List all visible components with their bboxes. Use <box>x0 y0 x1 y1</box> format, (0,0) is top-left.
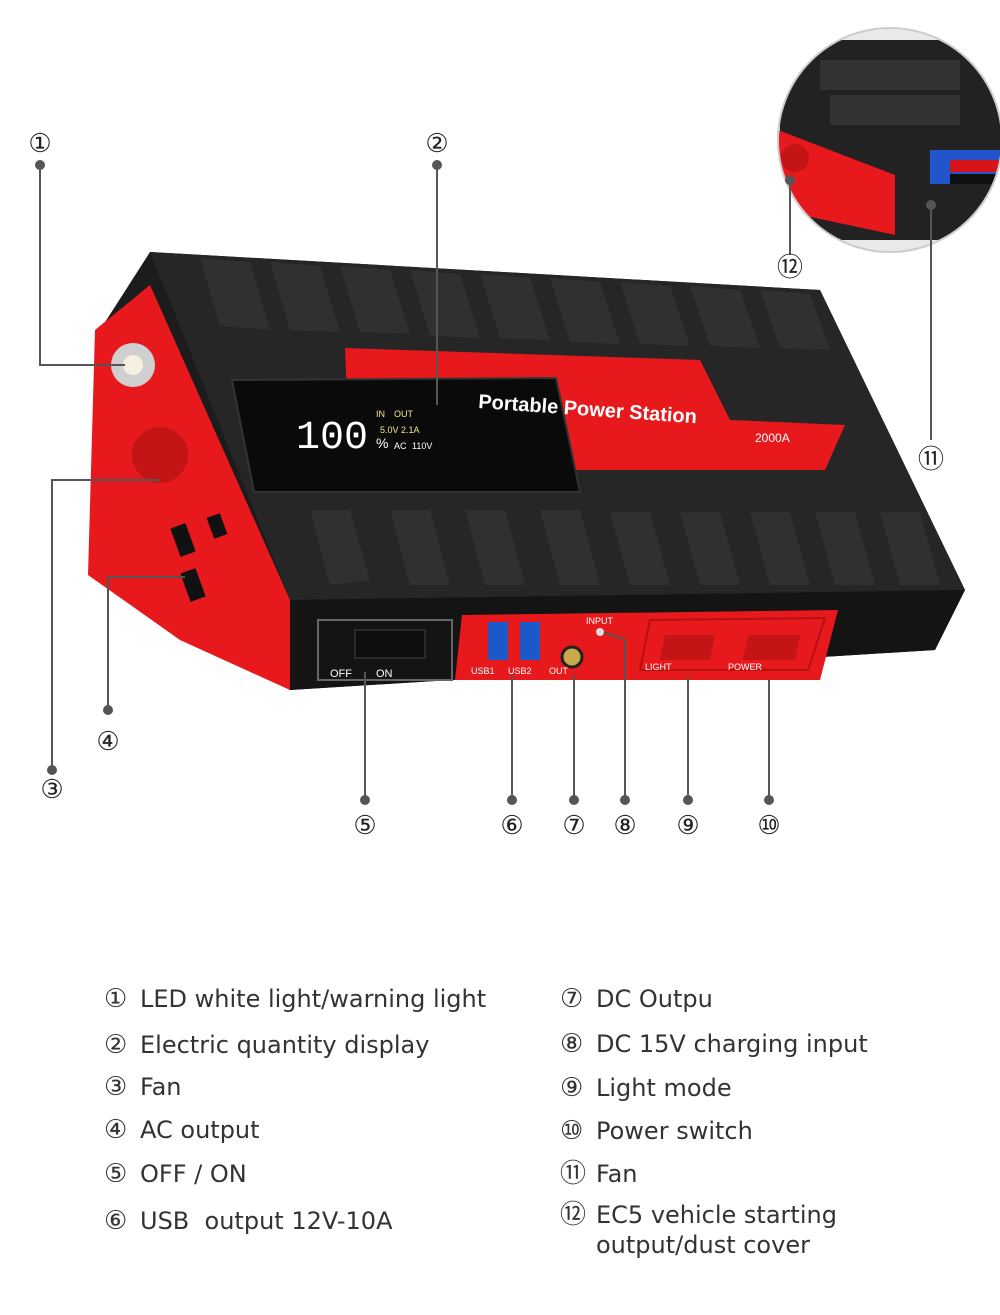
top-ridges <box>200 258 940 585</box>
light-button <box>660 635 715 660</box>
legend-text: Fan <box>140 1073 182 1101</box>
legend-text: Fan <box>596 1160 638 1188</box>
input-label: INPUT <box>586 616 614 626</box>
legend-text: DC 15V charging input <box>596 1030 868 1058</box>
legend-text: DC Outpu <box>596 985 713 1013</box>
usb1-label: USB1 <box>471 666 495 676</box>
legend-item: ④ AC output <box>104 1115 260 1145</box>
legend-item: ⑨ Light mode <box>560 1073 732 1103</box>
callout-6: ⑥ <box>500 810 523 840</box>
lcd-usb-spec: 5.0V 2.1A <box>380 425 420 435</box>
callout-12: ⑫ <box>777 252 803 282</box>
legend-number: ⑨ <box>560 1073 584 1103</box>
inset-detail <box>777 27 1000 253</box>
callout-2: ② <box>425 128 448 158</box>
legend-number: ③ <box>104 1072 128 1102</box>
lcd-percent-sign: % <box>376 435 388 451</box>
usb2-port <box>520 622 540 660</box>
legend-item: ③ Fan <box>104 1072 182 1102</box>
legend-text: Power switch <box>596 1117 753 1145</box>
legend-item: ② Electric quantity display <box>104 1030 429 1060</box>
legend-text: USB output 12V-10A <box>140 1207 393 1235</box>
legend-item: ⑥ USB output 12V-10A <box>104 1206 392 1236</box>
callout-5: ⑤ <box>353 810 376 840</box>
leader-dots <box>35 160 936 805</box>
callout-11: ⑪ <box>918 444 944 474</box>
out-label: OUT <box>549 666 569 676</box>
legend-text: AC output <box>140 1116 260 1144</box>
callout-1: ① <box>28 128 51 158</box>
legend-number: ④ <box>104 1115 128 1145</box>
device-illustration: ① ② ③ ④ ⑤ ⑥ ⑦ ⑧ ⑨ ⑩ ⑪ ⑫ Portable Power S… <box>28 27 1000 840</box>
usb1-port <box>488 622 508 660</box>
legend-item: ⑧ DC 15V charging input <box>560 1029 868 1059</box>
legend-number: ⑤ <box>104 1159 128 1189</box>
callout-8: ⑧ <box>613 810 636 840</box>
front-panel <box>455 610 838 680</box>
lcd-ac: AC <box>394 441 407 451</box>
legend-item: ⑪ Fan <box>560 1159 638 1189</box>
input-port <box>596 628 604 636</box>
legend-item: ⑩ Power switch <box>560 1116 753 1146</box>
legend-number: ② <box>104 1030 128 1060</box>
power-label: POWER <box>728 662 763 672</box>
device-rating: 2000A <box>755 431 790 445</box>
light-label: LIGHT <box>645 662 672 672</box>
legend-number: ⑧ <box>560 1029 584 1059</box>
usb2-label: USB2 <box>508 666 532 676</box>
callout-4: ④ <box>96 726 119 756</box>
callout-3: ③ <box>40 774 63 804</box>
lcd-percent: 100 <box>296 416 368 461</box>
fan-grille-left <box>132 427 188 483</box>
legend-number: ⑪ <box>560 1159 587 1189</box>
legend-item: ⑦ DC Outpu <box>560 984 713 1014</box>
lcd-out: OUT <box>394 409 414 419</box>
leader-lines <box>39 165 932 800</box>
legend-text: EC5 vehicle starting output/dust cover <box>596 1201 837 1259</box>
lcd-ac-spec: 110V <box>412 441 432 451</box>
ac-socket <box>170 523 196 557</box>
legend-number: ⑩ <box>560 1116 584 1146</box>
legend-number: ⑦ <box>560 984 584 1014</box>
legend-number: ⑥ <box>104 1206 128 1236</box>
switch-off-label: OFF <box>330 668 352 680</box>
callout-9: ⑨ <box>676 810 699 840</box>
lcd-display <box>230 376 582 493</box>
callout-10: ⑩ <box>757 810 780 840</box>
legend-number: ⑫ <box>560 1200 587 1230</box>
legend-item: ① LED white light/warning light <box>104 984 486 1014</box>
legend-item: ⑫ EC5 vehicle starting output/dust cover <box>560 1200 837 1260</box>
dc-out-port <box>560 645 584 669</box>
legend-text: Electric quantity display <box>140 1031 430 1059</box>
legend-text: OFF / ON <box>140 1160 247 1188</box>
callout-numbers: ① ② ③ ④ ⑤ ⑥ ⑦ ⑧ ⑨ ⑩ ⑪ ⑫ <box>28 128 944 840</box>
legend-number: ① <box>104 984 128 1014</box>
switch-on-label: ON <box>376 668 393 680</box>
switch-outline <box>317 619 453 681</box>
callout-7: ⑦ <box>562 810 585 840</box>
power-button <box>743 635 800 660</box>
power-rocker <box>354 629 426 659</box>
legend-text: LED white light/warning light <box>140 985 487 1013</box>
legend-item: ⑤ OFF / ON <box>104 1159 247 1189</box>
device-body <box>88 252 965 690</box>
lcd-in: IN <box>376 409 385 419</box>
legend-text: Light mode <box>596 1074 732 1102</box>
